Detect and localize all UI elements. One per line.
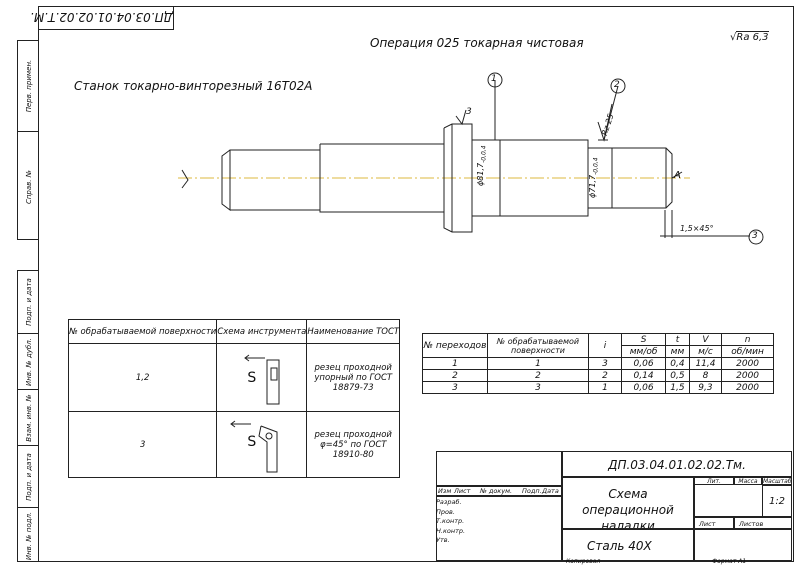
title-name: Схема операционной наладки [562, 477, 694, 529]
machine-title: Станок токарно-винторезный 16Т02А [74, 79, 313, 93]
format-label: Формат А1 [712, 558, 747, 565]
tools-table: № обрабатываемой поверхности Схема инстр… [67, 319, 401, 478]
modes-header: S [620, 333, 667, 346]
modes-header: № переходов [422, 333, 488, 358]
title-col-headers: Изм Лист № докум. Подп. Дата [438, 487, 559, 495]
tools-cell: резец проходной упорный по ГОСТ 18879-73 [306, 343, 401, 412]
cutter-icon [230, 420, 278, 473]
callout-3-top: 3 [466, 107, 472, 117]
table-row: 1,2 S резец проходной упорный по ГОСТ 18… [67, 343, 401, 412]
dim-chamfer: 1,5×45° [680, 224, 714, 233]
sidebar-cell: Подп. и дата [18, 445, 39, 507]
modes-header: № обрабатываемой поверхности [487, 333, 589, 358]
modes-header: t [665, 333, 690, 346]
modes-table: № переходов № обрабатываемой поверхности… [422, 333, 774, 394]
title-block: Изм Лист № докум. Подп. Дата Разраб.Пров… [436, 451, 792, 561]
title-row-labels: Разраб.Пров. Т.контр. Н.контр.Утв. [436, 498, 466, 545]
modes-unit: об/мин [721, 345, 774, 358]
dim-d1: ϕ81,7-0,0,4 [476, 145, 488, 186]
copied-label: Копировал [566, 558, 601, 565]
callout-1: 1 [491, 74, 497, 84]
sidebar-top: Перв. примен. Справ. № [17, 40, 39, 241]
modes-header: n [721, 333, 774, 346]
modes-header: V [688, 333, 723, 346]
scale-label: Масштаб [762, 477, 792, 485]
roughness-mark: √Ra 6,3 [730, 31, 769, 43]
tools-cell: 3 [67, 411, 218, 478]
dim-d2: ϕ71,7-0,0,4 [588, 157, 600, 198]
title-code: ДП.03.04.01.02.02.Тм. [562, 451, 792, 477]
sheet-label: Лист [694, 517, 734, 529]
modes-unit: мм [665, 345, 690, 358]
modes-header: i [588, 333, 622, 358]
drawing-sheet-frame [38, 6, 794, 562]
sheets-label: Листов [734, 517, 792, 529]
sidebar-cell: Взам. инв. № [18, 389, 39, 445]
sidebar-bottom: Подп. и дата Инв. № дубл. Взам. инв. № П… [17, 270, 39, 563]
scale-value: 1:2 [762, 485, 792, 517]
modes-unit: мм/об [620, 345, 667, 358]
sidebar-top-cell: Справ. № [18, 131, 39, 241]
tools-cell: резец проходной φ=45° по ГОСТ 18910-80 [306, 411, 401, 478]
callout-3: 3 [752, 231, 758, 241]
mass-label: Масса [734, 477, 762, 485]
callout-2: 2 [614, 80, 620, 90]
title-material: Сталь 40Х [562, 529, 694, 561]
sidebar-cell: Инв. № дубл. [18, 333, 39, 389]
operation-title: Операция 025 токарная чистовая [370, 36, 584, 50]
datum-label: A [674, 170, 681, 181]
tools-cell: 1,2 [67, 343, 218, 412]
tool-scheme: S [216, 411, 308, 478]
lit-label: Лит. [694, 477, 734, 485]
tools-header: № обрабатываемой поверхности [67, 319, 218, 344]
sidebar-cell: Инв. № подл. [18, 507, 39, 563]
tool-scheme: S [216, 343, 308, 412]
modes-unit: м/с [688, 345, 723, 358]
cutter-icon [244, 354, 280, 405]
table-row: 3 S резец проходной φ=45° по ГОСТ 18910-… [67, 411, 401, 478]
tools-header: Наименование ТОСТ [306, 319, 401, 344]
shaft-drawing [178, 72, 764, 245]
tools-header: Схема инструмента [216, 319, 308, 344]
